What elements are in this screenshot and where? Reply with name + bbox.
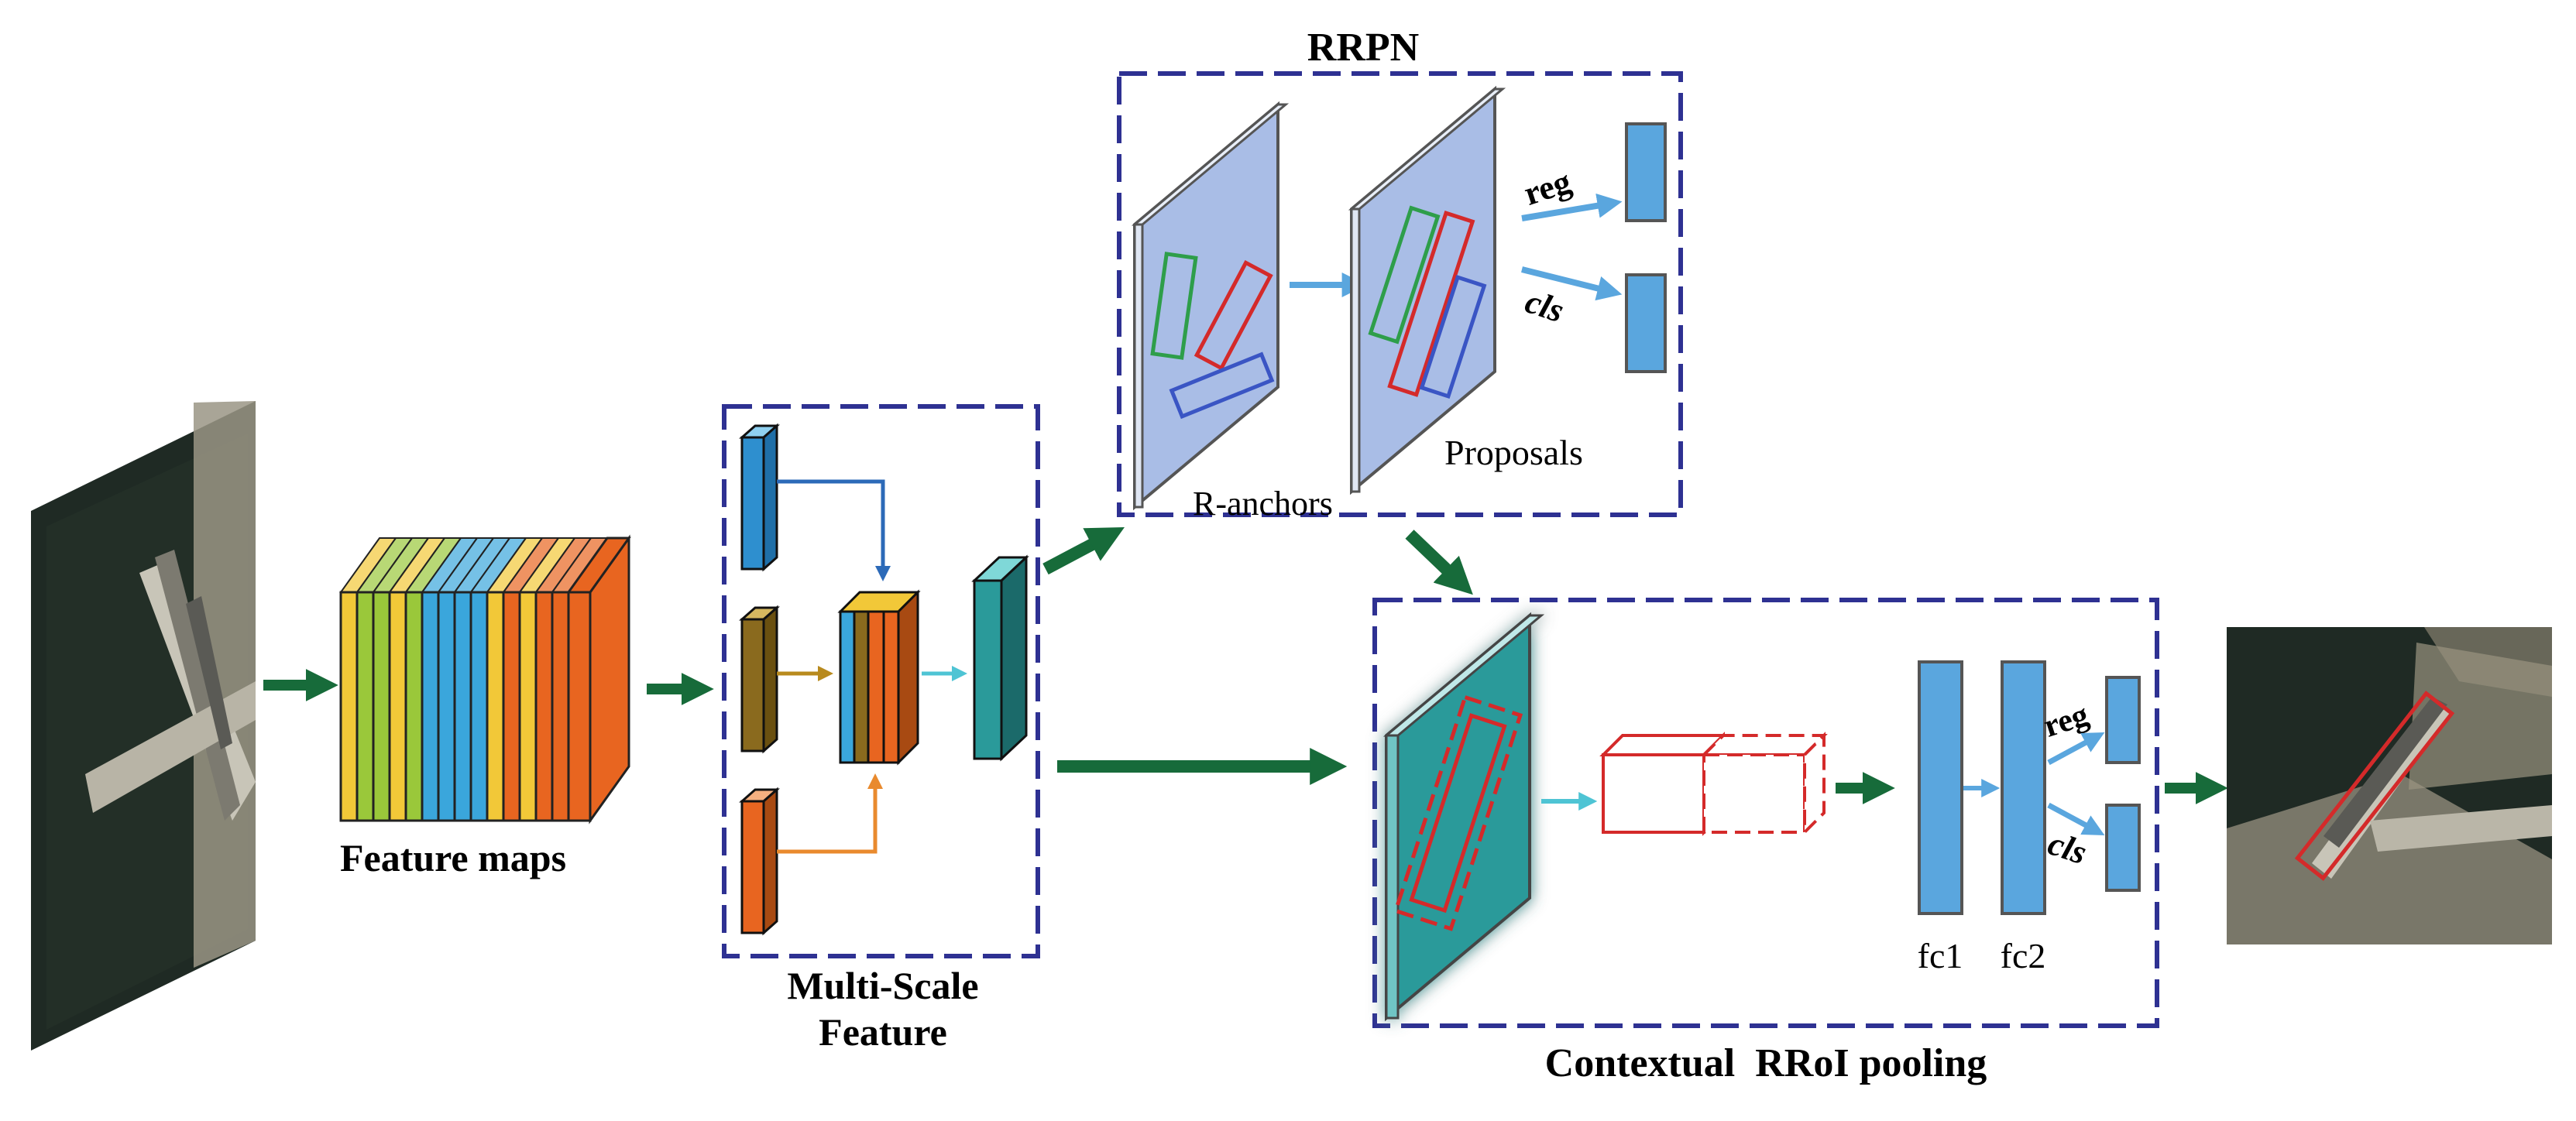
feature-map-slice	[534, 591, 554, 822]
feature-map-slice	[502, 591, 521, 822]
arrow-head-reg	[2047, 732, 2105, 766]
multi-scale-layers	[739, 423, 1029, 936]
arrow-head-cls	[2047, 802, 2105, 835]
proposals-panel	[1348, 85, 1506, 495]
feature-map-slice	[469, 591, 489, 822]
feature-map-slice	[437, 591, 456, 822]
multi-scale-output	[971, 554, 1029, 762]
head-reg-output	[2105, 676, 2141, 764]
feature-map-slice	[355, 591, 375, 822]
feature-map-slice	[339, 591, 359, 822]
scale-layer-middle	[739, 605, 780, 754]
feature-map-slice	[551, 591, 570, 822]
input-satellite-image	[31, 401, 256, 1051]
proposal-green	[1368, 205, 1441, 345]
pooling-roi-context	[1393, 694, 1523, 931]
multi-scale-label-line1: Multi-Scale	[787, 964, 978, 1007]
anchor-green	[1150, 252, 1198, 360]
head-cls-output	[2105, 804, 2141, 892]
arrow-top-to-fused	[777, 479, 891, 581]
rrpn-reg-output	[1625, 122, 1667, 222]
anchor-blue	[1169, 351, 1275, 420]
scale-layer-top	[739, 423, 780, 572]
contextual-pooling-box	[1372, 598, 2159, 1028]
anchor-red	[1194, 260, 1273, 371]
feature-map-top-last	[566, 537, 631, 594]
feature-maps-label: Feature maps	[340, 836, 566, 879]
arrow-multiscale-to-rrpn	[1042, 527, 1125, 575]
fc1-label: fc1	[1918, 936, 1963, 975]
rrpn-cls-label: cls	[1520, 282, 1568, 330]
proposal-blue	[1419, 274, 1487, 399]
rrpn-reg-label: reg	[1520, 163, 1575, 213]
arrow-bottom-to-fused	[777, 773, 883, 854]
r-anchors-label: R-anchors	[1193, 485, 1333, 523]
output-satellite-image	[2227, 627, 2552, 944]
feature-map-slice	[388, 591, 407, 822]
feature-map-slice	[421, 591, 440, 822]
head-reg-label: reg	[2039, 697, 2093, 745]
feature-map-slice	[372, 591, 391, 822]
rrpn-cls-output	[1625, 273, 1667, 373]
feature-map-slice	[404, 591, 424, 822]
arrow-rrpn-reg	[1521, 193, 1623, 221]
rrpn-box	[1117, 71, 1683, 517]
proposals-label: Proposals	[1444, 433, 1583, 472]
feature-maps-block	[339, 534, 631, 824]
contextual-pooling-title: Contextual RRoI pooling	[1545, 1041, 1987, 1085]
multi-scale-box	[722, 404, 1040, 958]
arrow-rrpn-to-pooling	[1405, 530, 1473, 595]
fc2-label: fc2	[2001, 936, 2046, 975]
proposal-red	[1387, 211, 1475, 397]
feature-map-slice-last	[567, 591, 592, 822]
multi-scale-label-line2: Feature	[819, 1010, 947, 1054]
pooling-roi-inner	[1409, 713, 1507, 914]
fused-feature-block	[837, 589, 921, 766]
feature-map-slice	[486, 591, 505, 822]
fc2-layer	[2001, 660, 2046, 915]
rrpn-title: RRPN	[1307, 26, 1419, 70]
head-cls-label: cls	[2043, 824, 2091, 872]
pooled-features	[1599, 732, 1828, 836]
scale-layer-bottom	[739, 787, 780, 936]
feature-map-slice	[518, 591, 538, 822]
feature-map-slice	[453, 591, 472, 822]
pooling-feature-panel	[1382, 612, 1545, 1022]
output-detection-box	[2294, 691, 2455, 881]
arrow-rrpn-cls	[1521, 266, 1623, 301]
fc1-layer	[1918, 660, 1963, 915]
r-anchors-panel	[1131, 101, 1290, 511]
